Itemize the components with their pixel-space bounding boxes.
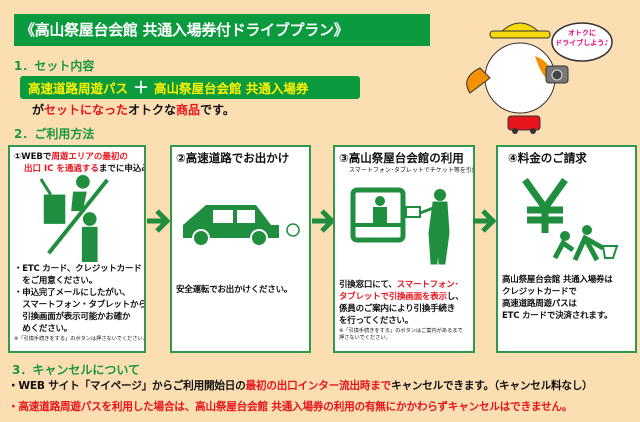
- bubble-line: オトクに: [568, 29, 596, 37]
- pill-right: 高山祭屋台会館 共通入場券: [154, 81, 309, 96]
- desc-text: セットになった: [44, 103, 129, 117]
- t: 係員のご案内により引換手続き: [339, 304, 456, 314]
- t: スマートフォン・タブレットから: [14, 300, 146, 310]
- t: し、: [446, 292, 464, 302]
- speech-bubble: オトクに ドライブしよう♪: [552, 28, 612, 48]
- step2-text: 安全運転でお出かけください。: [176, 285, 293, 295]
- ticket-counter-icon: [350, 187, 450, 265]
- cancel-line-1: ・WEB サイト「マイページ」からご利用開始日の最初の出口インター流出時までキャ…: [8, 379, 593, 393]
- desc-text: が: [32, 103, 45, 117]
- n: 押さないでください。: [339, 335, 391, 341]
- web-application-icon: [39, 175, 109, 263]
- desc-text: 商品: [176, 103, 201, 117]
- arrow-right-icon: [312, 209, 335, 233]
- cancel-line-2: ・高速道路周遊パスを利用した場合は、高山祭屋台会館 共通入場券の利用の有無にかか…: [8, 401, 573, 413]
- t: 高山祭屋台会館 共通入場券は: [502, 275, 613, 285]
- t: 引換窓口にて、: [339, 280, 397, 290]
- page-title: 《高山祭屋台会館 共通入場券付ドライブプラン》: [14, 14, 430, 46]
- t: ・ETC カード、クレジットカード: [14, 264, 142, 274]
- t: ETC カードで決済されます。: [502, 311, 613, 321]
- step2-box: ②高速道路でお出かけ 安全運転でお出かけください。: [170, 145, 311, 353]
- t: ・申込完了メールにしたがい、: [14, 288, 131, 298]
- section2-heading: 2．ご利用方法: [14, 127, 95, 141]
- n: ※「引換手続きをする」のボタンはご案内があるまで: [339, 328, 463, 334]
- step1-box: ①WEBで周遊エリアの最初の 出口 IC を通過するまでに申込み ・ETC カー…: [8, 145, 146, 353]
- desc-text: です。: [200, 103, 235, 117]
- step3-text: 引換窓口にて、スマートフォン･ タブレットで引換画面を表示し、 係員のご案内によ…: [339, 279, 470, 327]
- t: 引換画面が表示可能かお確か: [14, 312, 131, 322]
- pill-left: 高速道路周遊パス: [28, 81, 129, 96]
- t: スマートフォン･: [396, 280, 459, 290]
- step4-text: 高山祭屋台会館 共通入場券は クレジットカードで 高速道路周遊パスは ETC カ…: [502, 274, 632, 322]
- bubble-line: ドライブしよう♪: [555, 39, 609, 47]
- step3-note: ※「引換手続きをする」のボタンはご案内があるまで押さないでください。: [339, 328, 470, 342]
- t: 最初の出口インター流出時まで: [245, 380, 392, 392]
- t: クレジットカードで: [502, 287, 577, 297]
- h: ①WEBで: [14, 152, 52, 162]
- step1-heading: ①WEBで周遊エリアの最初の 出口 IC を通過するまでに申込み: [14, 151, 144, 175]
- t: タブレットで引換画面を表示: [339, 292, 447, 302]
- step3-heading: ③高山祭屋台会館の利用: [339, 151, 464, 165]
- step3-subheading: スマートフォン･タブレットでチケット等を引換え: [349, 167, 475, 174]
- yen-payment-icon: [521, 178, 618, 262]
- desc-text: オトクな: [128, 103, 177, 117]
- step3-box: ③高山祭屋台会館の利用 スマートフォン･タブレットでチケット等を引換え 引換窓口…: [333, 145, 475, 353]
- step4-heading: ④料金のご請求: [508, 151, 587, 165]
- car-icon: [183, 205, 300, 247]
- section1-heading: 1．セット内容: [14, 59, 95, 73]
- t: を行ってください。: [339, 316, 414, 326]
- h: 周遊エリアの最初の: [51, 152, 128, 162]
- h: までに申込み: [98, 164, 146, 174]
- step1-text: ・ETC カード、クレジットカード をご用意ください。 ・申込完了メールにしたが…: [14, 263, 146, 335]
- t: 高速道路周遊パスは: [502, 299, 577, 309]
- arrow-right-icon: [147, 209, 170, 233]
- t: ・WEB サイト「マイページ」からご利用開始日の: [8, 380, 246, 392]
- set-contents-pill: 高速道路周遊パス ＋ 高山祭屋台会館 共通入場券: [20, 76, 360, 99]
- section3-heading: 3．キャンセルについて: [12, 363, 140, 377]
- plus-sign: ＋: [133, 78, 150, 97]
- t: めください。: [14, 324, 73, 334]
- t: キャンセルできます。（キャンセル料なし）: [391, 380, 593, 392]
- set-description: がセットになったオトクな商品です。: [32, 101, 235, 118]
- arrow-right-icon: [473, 209, 496, 233]
- h: 出口 IC を通過する: [24, 164, 99, 174]
- step2-heading: ②高速道路でお出かけ: [176, 151, 290, 165]
- t: をご用意ください。: [14, 276, 98, 286]
- step1-note: ※「引換手続きをする」のボタンは押さないでください。: [14, 336, 146, 342]
- step4-box: ④料金のご請求 高山祭屋台会館 共通入場券は クレジットカードで 高速道路周遊パ…: [496, 145, 637, 353]
- mascot-illustration: オトクに ドライブしよう♪: [440, 8, 640, 138]
